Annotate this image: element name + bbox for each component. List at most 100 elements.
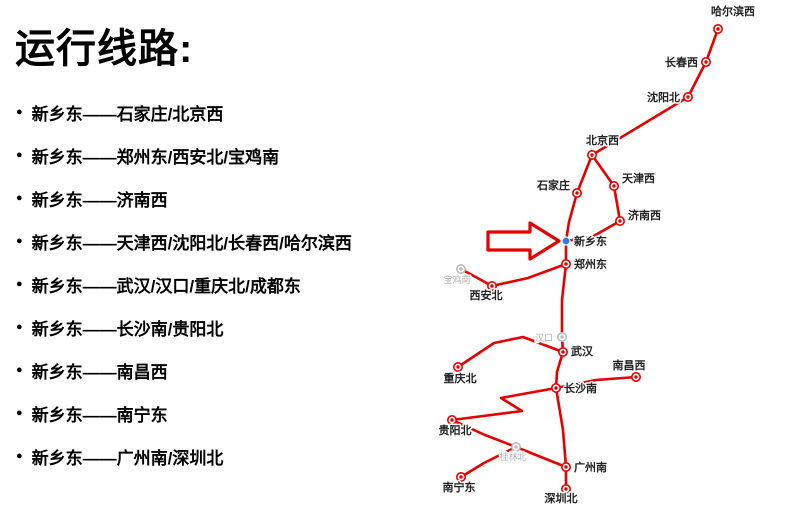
route-item: ● 新乡东——济南西 xyxy=(16,188,352,210)
station-marker-dot-icon xyxy=(554,386,558,390)
station-marker-dot-icon xyxy=(590,153,594,157)
bullet-icon: ● xyxy=(16,363,23,376)
station-marker-dot-icon xyxy=(459,475,463,479)
station-label: 石家庄 xyxy=(536,178,570,192)
station-tianjinxi: 天津西 xyxy=(608,170,657,192)
route-text: 新乡东——长沙南/贵阳北 xyxy=(31,319,224,339)
bullet-icon: ● xyxy=(16,320,23,333)
page-title: 运行线路: xyxy=(15,27,194,71)
station-chongqingbei: 重庆北 xyxy=(442,361,478,387)
station-label: 西安北 xyxy=(470,288,503,302)
station-changchunxi: 长春西 xyxy=(664,54,711,71)
station-guangzhounan: 广州南 xyxy=(560,459,609,476)
station-nanningdong: 南宁东 xyxy=(441,471,477,496)
station-marker-dot-icon xyxy=(514,445,518,449)
station-guilinbei: 桂林北 xyxy=(498,441,528,464)
route-text: 新乡东——南宁东 xyxy=(31,405,168,425)
route-item: ● 新乡东——天津西/沈阳北/长春西/哈尔滨西 xyxy=(16,231,352,253)
route-line-zhengzhoudong-xianbei xyxy=(490,262,568,288)
route-line-tianjinxi-jinanxi xyxy=(612,184,622,223)
route-line-jinanxi-xinxiangdong xyxy=(564,219,622,243)
station-label: 桂林北 xyxy=(499,451,526,462)
bullet-icon: ● xyxy=(16,234,23,247)
station-label: 武汉 xyxy=(571,344,594,358)
station-label: 南宁东 xyxy=(443,480,476,494)
highlight-arrow xyxy=(486,221,561,261)
station-marker-dot-icon xyxy=(686,95,690,99)
station-label: 沈阳北 xyxy=(647,90,680,104)
station-label: 天津西 xyxy=(622,171,655,185)
station-label: 广州南 xyxy=(574,460,607,474)
station-marker-dot-icon xyxy=(634,375,638,379)
route-line-northeast xyxy=(590,27,720,157)
route-list: ● 新乡东——石家庄/北京西 ● 新乡东——郑州东/西安北/宝鸡南 ● 新乡东——济南… xyxy=(16,102,352,489)
bullet-icon: ● xyxy=(16,148,23,161)
station-marker-dot-icon xyxy=(459,267,463,271)
route-line-guiyangbei-guilinbei xyxy=(450,418,518,449)
station-label: 宝鸡南 xyxy=(443,274,470,285)
route-item: ● 新乡东——武汉/汉口/重庆北/成都东 xyxy=(16,274,352,296)
station-guiyangbei: 贵阳北 xyxy=(437,414,473,439)
route-text: 新乡东——石家庄/北京西 xyxy=(31,104,224,124)
bullet-icon: ● xyxy=(16,449,23,462)
bullet-icon: ● xyxy=(16,191,23,204)
bullet-icon: ● xyxy=(16,406,23,419)
route-line-beijingxi-tianjinxi xyxy=(590,153,616,188)
station-changshanan: 长沙南 xyxy=(550,380,599,397)
station-shenzhenbei: 深圳北 xyxy=(543,483,579,507)
station-label: 济南西 xyxy=(628,208,661,222)
station-label: 郑州东 xyxy=(574,257,607,271)
route-text: 新乡东——武汉/汉口/重庆北/成都东 xyxy=(31,276,301,296)
route-text: 新乡东——郑州东/西安北/宝鸡南 xyxy=(31,147,280,167)
station-marker-dot-icon xyxy=(450,418,454,422)
station-marker-dot-icon xyxy=(618,219,622,223)
station-hankou: 汉口 xyxy=(533,332,567,345)
station-marker-dot-icon xyxy=(564,487,568,491)
route-line-changshanan-nanchangxi xyxy=(554,375,638,390)
station-beijingxi: 北京西 xyxy=(585,132,621,161)
station-shenyangbei: 沈阳北 xyxy=(646,89,693,106)
route-item: ● 新乡东——长沙南/贵阳北 xyxy=(16,317,352,339)
station-marker-dot-icon xyxy=(456,365,460,369)
station-marker-dot-icon xyxy=(561,350,565,354)
route-line-wuhan-chongqingbei xyxy=(456,335,565,369)
route-text: 新乡东——济南西 xyxy=(31,190,168,210)
bullet-icon: ● xyxy=(16,277,23,290)
route-line-beijingxi-shijiazhuang xyxy=(575,153,594,195)
station-marker-dot-icon xyxy=(560,335,564,339)
station-label: 北京西 xyxy=(586,133,619,147)
route-text: 新乡东——广州南/深圳北 xyxy=(31,448,224,468)
route-text: 新乡东——天津西/沈阳北/长春西/哈尔滨西 xyxy=(31,233,352,253)
station-baojinan: 宝鸡南 xyxy=(442,263,472,287)
station-xinxiangdong: 新乡东 xyxy=(561,233,609,250)
station-jinanxi: 济南西 xyxy=(614,207,663,227)
station-marker-dot-icon xyxy=(575,191,579,195)
station-zhengzhoudong: 郑州东 xyxy=(560,256,609,273)
route-item: ● 新乡东——郑州东/西安北/宝鸡南 xyxy=(16,145,352,167)
station-marker-dot-icon xyxy=(704,60,708,64)
station-marker-dot-icon xyxy=(564,465,568,469)
station-label: 贵阳北 xyxy=(439,423,472,437)
station-shijiazhuang: 石家庄 xyxy=(535,177,582,199)
station-nanchangxi: 南昌西 xyxy=(611,357,647,382)
bullet-icon: ● xyxy=(16,105,23,118)
station-label: 深圳北 xyxy=(545,491,578,505)
route-text: 新乡东——南昌西 xyxy=(31,362,168,382)
route-line-wuhan-changshanan xyxy=(554,350,565,390)
station-label: 长沙南 xyxy=(564,381,597,395)
station-label: 重庆北 xyxy=(444,371,477,385)
station-label: 长春西 xyxy=(665,55,698,69)
route-item: ● 新乡东——石家庄/北京西 xyxy=(16,102,352,124)
route-line-xianbei-baojinan xyxy=(459,267,494,288)
route-line-changshanan-guangzhounan xyxy=(554,386,568,469)
station-label: 哈尔滨西 xyxy=(711,4,755,18)
route-line-guilinbei-nanningdong xyxy=(459,445,518,479)
station-xianbei: 西安北 xyxy=(468,280,504,304)
station-marker-dot-icon xyxy=(716,27,720,31)
station-label: 新乡东 xyxy=(574,234,607,248)
station-label: 汉口 xyxy=(535,333,553,343)
station-haerbinxi: 哈尔滨西 xyxy=(710,3,757,34)
station-marker-dot-icon xyxy=(564,262,568,266)
